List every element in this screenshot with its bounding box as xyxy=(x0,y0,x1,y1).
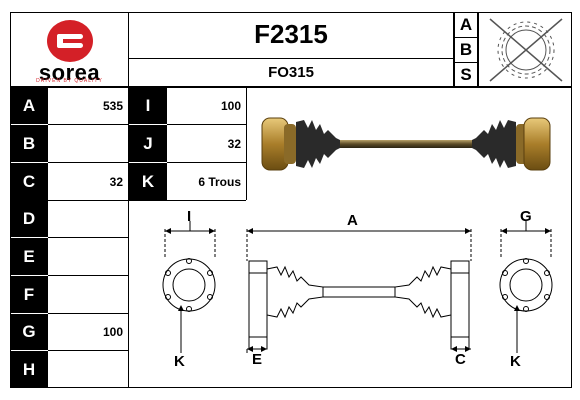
grid-line xyxy=(10,87,572,88)
spec-letter-g: G xyxy=(10,314,48,350)
grid-line xyxy=(167,162,246,163)
spec-value-g: 100 xyxy=(102,325,123,339)
spec-letter-b: B xyxy=(10,125,48,162)
technical-diagram xyxy=(162,221,553,353)
spec-value-a: 535 xyxy=(102,98,123,113)
abs-divider-1 xyxy=(454,37,478,38)
grid-line xyxy=(48,162,128,163)
spec-value-i: 100 xyxy=(220,98,241,113)
spec-value-f xyxy=(48,276,128,313)
grid-line xyxy=(246,87,247,200)
abs-letter-s: S xyxy=(460,64,472,84)
spec-letter-e: E xyxy=(10,238,48,275)
abs-column xyxy=(454,12,478,87)
abs-letter-b: B xyxy=(459,39,473,59)
diagram-label-k-right: K xyxy=(510,353,521,370)
grid-line xyxy=(10,200,246,201)
title-block xyxy=(128,12,454,87)
diagram-label-e: E xyxy=(252,351,263,368)
abs-divider-2 xyxy=(454,62,478,63)
spec-letter-f: F xyxy=(10,276,48,313)
abs-letter-a: A xyxy=(459,14,473,34)
diagram-label-i: I xyxy=(187,208,192,225)
spec-letter-a: A xyxy=(10,87,48,124)
abs-ring-crossed-icon xyxy=(489,18,563,82)
spec-value-c: 32 xyxy=(109,174,123,189)
spec-letter-h: H xyxy=(10,351,48,388)
grid-line xyxy=(48,275,128,276)
grid-line xyxy=(128,87,129,388)
spec-value-k: 6 Trous xyxy=(198,174,241,189)
right-flange-outline xyxy=(499,258,553,312)
title-divider xyxy=(128,58,454,59)
abs-ring-box xyxy=(478,12,572,87)
part-number: F2315 xyxy=(254,19,328,49)
sorea-logo-emblem xyxy=(47,20,93,62)
brand-tagline: DRIVEN BY QUALITY xyxy=(36,78,103,84)
left-flange-outline xyxy=(162,258,216,312)
spec-value-b xyxy=(48,125,128,162)
grid-line xyxy=(167,124,246,125)
diagram-label-a: A xyxy=(347,212,358,229)
spec-value-h xyxy=(48,351,128,388)
grid-line xyxy=(48,124,128,125)
oe-reference: FO315 xyxy=(268,64,314,81)
spec-value-d xyxy=(48,201,128,237)
spec-value-e xyxy=(48,238,128,275)
spec-letter-k: K xyxy=(129,163,167,200)
spec-letter-i: I xyxy=(129,87,167,124)
diagram-label-c: C xyxy=(455,351,466,368)
brand-name: sorea xyxy=(38,60,101,85)
grid-line xyxy=(48,350,128,351)
grid-line xyxy=(48,313,128,314)
spec-letter-d: D xyxy=(10,201,48,237)
grid-line xyxy=(48,237,128,238)
diagram-label-g: G xyxy=(520,208,532,225)
logo-block: sorea DRIVEN BY QUALITY xyxy=(10,12,129,87)
spec-letter-j: J xyxy=(129,125,167,162)
spec-letter-c: C xyxy=(10,163,48,200)
diagram-label-k-left: K xyxy=(174,353,185,370)
spec-value-j: 32 xyxy=(227,136,241,151)
drive-shaft-photo xyxy=(261,117,551,171)
